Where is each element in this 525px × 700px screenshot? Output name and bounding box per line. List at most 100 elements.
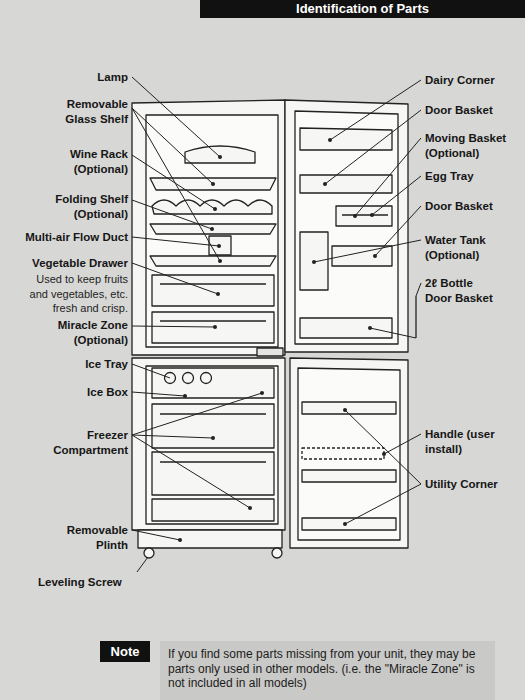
freezer-cabinet	[132, 358, 285, 530]
leader-line	[132, 530, 180, 540]
drawer-rim	[160, 320, 266, 321]
part-label: Multi-air Flow Duct	[4, 230, 128, 245]
leader-line	[372, 176, 421, 215]
leader-line	[132, 155, 215, 209]
part-label: Lamp	[20, 70, 128, 85]
page-title: Identification of Parts	[200, 0, 525, 18]
leader-dot	[210, 227, 214, 231]
leader-line	[132, 393, 262, 435]
leader-dot	[218, 259, 222, 263]
handle-outline	[302, 448, 384, 459]
utility-corner	[302, 518, 396, 530]
miracle-zone-drawer	[152, 312, 274, 343]
leveling-screw	[144, 548, 154, 558]
utility-corner	[302, 470, 396, 482]
leader-line	[137, 557, 148, 572]
leader-dot	[343, 522, 347, 526]
dairy-corner	[300, 128, 392, 150]
part-label: Handle (user install)	[425, 427, 519, 457]
moving-basket	[336, 206, 392, 226]
bottle-basket	[300, 318, 392, 338]
leader-dot	[323, 182, 327, 186]
door-bracket	[415, 296, 416, 338]
part-label: Egg Tray	[425, 169, 519, 184]
part-description: Used to keep fruits and vegetables, etc.…	[16, 272, 128, 316]
leader-line	[132, 237, 219, 246]
part-label: Ice Box	[20, 385, 128, 400]
ice-tray-knob	[201, 373, 212, 384]
leader-line	[345, 410, 421, 484]
freezer-door	[290, 358, 408, 548]
door-basket	[300, 175, 392, 193]
note-box: If you find some parts missing from your…	[160, 641, 495, 700]
part-label: Ice Tray	[20, 357, 128, 372]
leader-line	[132, 263, 218, 294]
vegetable-drawer	[152, 275, 274, 306]
part-label: Wine Rack (Optional)	[53, 147, 128, 177]
leader-line	[132, 435, 213, 438]
part-label: Removable Glass Shelf	[48, 97, 128, 127]
part-label: Dairy Corner	[425, 73, 519, 88]
drawer-rim	[160, 413, 266, 414]
leader-dot	[218, 155, 222, 159]
leader-dot	[211, 182, 215, 186]
leader-dot	[216, 292, 220, 296]
part-label: Utility Corner	[425, 477, 519, 492]
leader-dot	[368, 326, 372, 330]
folding-shelf	[150, 224, 276, 234]
leader-dot	[370, 213, 374, 217]
part-label: Removable Plinth	[48, 523, 128, 553]
leader-line	[132, 108, 220, 261]
fridge-door	[285, 100, 408, 352]
leader-dot	[178, 538, 182, 542]
leader-dot	[353, 214, 357, 218]
leader-dots	[178, 138, 386, 542]
ice-tray-knob	[183, 373, 194, 384]
leader-lines	[132, 77, 421, 572]
leader-line	[325, 110, 421, 184]
part-label: Folding Shelf (Optional)	[43, 192, 128, 222]
freezer-drawer	[152, 404, 274, 448]
part-label: Door Basket	[425, 103, 519, 118]
leader-line	[345, 484, 421, 524]
part-label: Door Basket	[425, 199, 519, 214]
leader-line	[384, 434, 421, 454]
part-label: 2ℓ Bottle Door Basket	[425, 276, 497, 306]
leveling-screw	[272, 548, 282, 558]
glass-shelf	[150, 178, 276, 190]
drawer-rim	[160, 283, 266, 284]
leader-line	[132, 200, 212, 229]
leader-dot	[328, 138, 332, 142]
leader-line	[132, 77, 220, 157]
freezer-cavity	[146, 366, 278, 524]
plinth	[138, 530, 282, 548]
leader-dot	[217, 244, 221, 248]
leader-line	[314, 240, 421, 262]
glass-shelf	[150, 256, 276, 266]
freezer-drawer	[152, 499, 274, 521]
part-label: Leveling Screw	[38, 575, 138, 590]
door-liner	[295, 111, 398, 344]
leader-line	[132, 364, 170, 378]
part-label: Vegetable Drawer	[20, 256, 128, 271]
part-label: Moving Basket (Optional)	[425, 131, 519, 161]
leader-dot	[260, 391, 264, 395]
egg-tray	[342, 214, 388, 215]
leader-line	[132, 392, 185, 396]
leader-line	[132, 435, 250, 508]
utility-corner	[302, 402, 396, 414]
leader-dot	[312, 260, 316, 264]
note-text: If you find some parts missing from your…	[168, 647, 487, 691]
note-heading: Note	[100, 641, 150, 662]
leader-dot	[343, 408, 347, 412]
leader-line	[132, 108, 213, 184]
leader-dot	[211, 436, 215, 440]
freezer-door-liner	[298, 368, 400, 540]
leader-line	[330, 80, 421, 140]
leader-line	[370, 283, 421, 338]
leader-dot	[183, 394, 187, 398]
ice-box	[152, 368, 274, 398]
leader-dot	[248, 506, 252, 510]
fridge-cabinet	[132, 100, 285, 355]
